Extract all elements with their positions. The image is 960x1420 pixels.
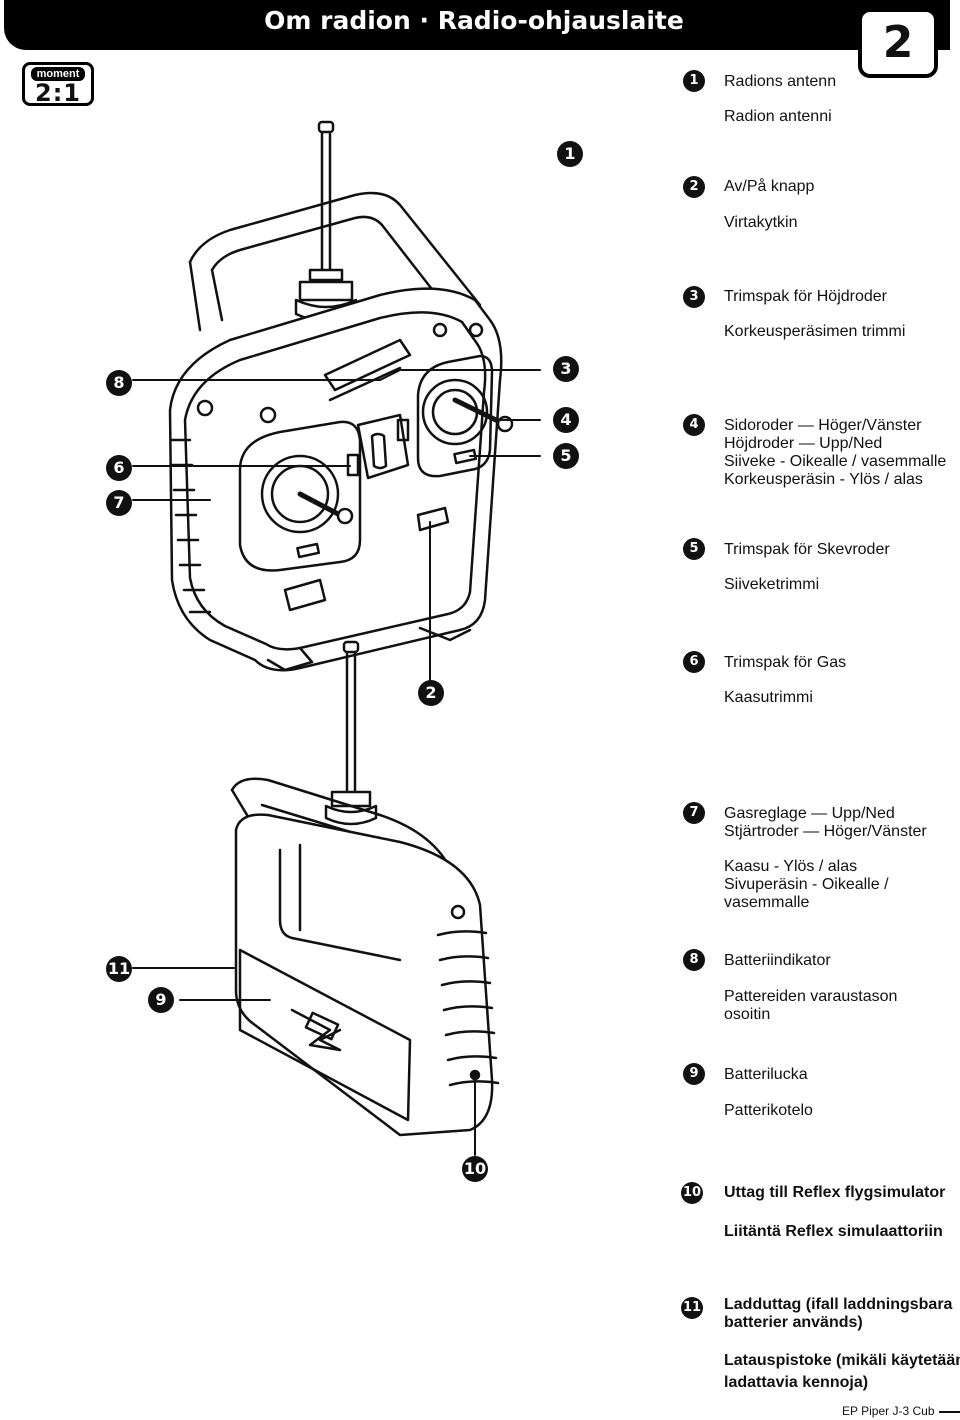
- legend-9-line-1: Batterilucka: [724, 1066, 808, 1083]
- legend-8-line-1: Batteriindikator: [724, 952, 831, 969]
- legend-num-8: 8: [683, 949, 705, 971]
- legend-7-line-4: Sivuperäsin - Oikealle /: [724, 876, 889, 893]
- callout-2: 2: [418, 680, 444, 706]
- legend-4-line-4: Korkeusperäsin - Ylös / alas: [724, 471, 923, 488]
- header-bar: Om radion · Radio-ohjauslaite: [4, 0, 950, 50]
- legend-num-3: 3: [683, 286, 705, 308]
- transmitter-body-side: [234, 813, 500, 1137]
- footer-text: EP Piper J-3 Cub: [842, 1404, 935, 1418]
- legend-10-line-1: Uttag till Reflex flygsimulator: [724, 1184, 946, 1201]
- legend-num-5: 5: [683, 538, 705, 560]
- legend-8-line-2: Pattereiden varaustason: [724, 988, 898, 1005]
- legend-num-10: 10: [681, 1182, 703, 1204]
- legend-7-line-3: Kaasu - Ylös / alas: [724, 858, 858, 875]
- footer-rule: [938, 1410, 960, 1413]
- chapter-badge: 2: [858, 8, 938, 78]
- moment-badge: moment 2:1: [22, 62, 94, 107]
- legend-11-line-3: Latauspistoke (mikäli käytetään: [724, 1352, 960, 1369]
- legend-11-line-2: batterier används): [724, 1314, 863, 1331]
- legend-4-line-1: Sidoroder — Höger/Vänster: [724, 417, 922, 434]
- leader-lines: [132, 369, 541, 1156]
- legend-10-line-2: Liitäntä Reflex simulaattoriin: [724, 1223, 943, 1240]
- legend-num-9: 9: [683, 1063, 705, 1085]
- legend-5-line-2: Siiveketrimmi: [724, 576, 820, 593]
- callout-5: 5: [553, 443, 579, 469]
- legend-11-line-1: Ladduttag (ifall laddningsbara: [724, 1296, 953, 1313]
- legend-7-line-5: vasemmalle: [724, 894, 810, 911]
- legend-7-line-2: Stjärtroder — Höger/Vänster: [724, 823, 927, 840]
- legend-1-line-2: Radion antenni: [724, 108, 832, 125]
- legend-num-11: 11: [681, 1297, 703, 1319]
- page-title: Om radion · Radio-ohjauslaite: [264, 6, 684, 35]
- legend-num-2: 2: [683, 176, 705, 198]
- legend-num-7: 7: [683, 802, 705, 824]
- antenna-side: [324, 640, 378, 826]
- legend-6-line-1: Trimspak för Gas: [724, 654, 847, 671]
- callout-9: 9: [148, 987, 174, 1013]
- legend-4-line-2: Höjdroder — Upp/Ned: [724, 435, 883, 452]
- legend-2-line-1: Av/På knapp: [724, 178, 815, 195]
- callout-6: 6: [106, 455, 132, 481]
- carry-handle-front: [188, 191, 482, 332]
- moment-value: 2:1: [35, 79, 81, 107]
- callout-7: 7: [106, 490, 132, 516]
- legend-9-line-2: Patterikotelo: [724, 1102, 813, 1119]
- legend-3-line-1: Trimspak för Höjdroder: [724, 288, 888, 305]
- page-footer: EP Piper J-3 Cub3: [842, 1402, 960, 1420]
- legend-5-line-1: Trimspak för Skevroder: [724, 541, 890, 558]
- callout-3: 3: [553, 356, 579, 382]
- callout-11: 11: [106, 956, 132, 982]
- legend-2-line-2: Virtakytkin: [724, 214, 798, 231]
- legend-8-line-3: osoitin: [724, 1006, 771, 1023]
- transmitter-body-front: [168, 287, 514, 672]
- legend-1-line-1: Radions antenn: [724, 73, 837, 90]
- callout-1: 1: [557, 141, 583, 167]
- legend-6-line-2: Kaasutrimmi: [724, 689, 813, 706]
- legend-num-6: 6: [683, 651, 705, 673]
- callout-4: 4: [553, 407, 579, 433]
- legend-num-1: 1: [683, 70, 705, 92]
- legend-num-4: 4: [683, 414, 705, 436]
- legend-4-line-3: Siiveke - Oikealle / vasemmalle: [724, 453, 947, 470]
- callout-8: 8: [106, 370, 132, 396]
- legend-3-line-2: Korkeusperäsimen trimmi: [724, 323, 906, 340]
- callout-10: 10: [462, 1156, 488, 1182]
- legend-7-line-1: Gasreglage — Upp/Ned: [724, 805, 895, 822]
- legend-11-line-4: ladattavia kennoja): [724, 1374, 869, 1391]
- moment-tag: moment: [31, 67, 85, 81]
